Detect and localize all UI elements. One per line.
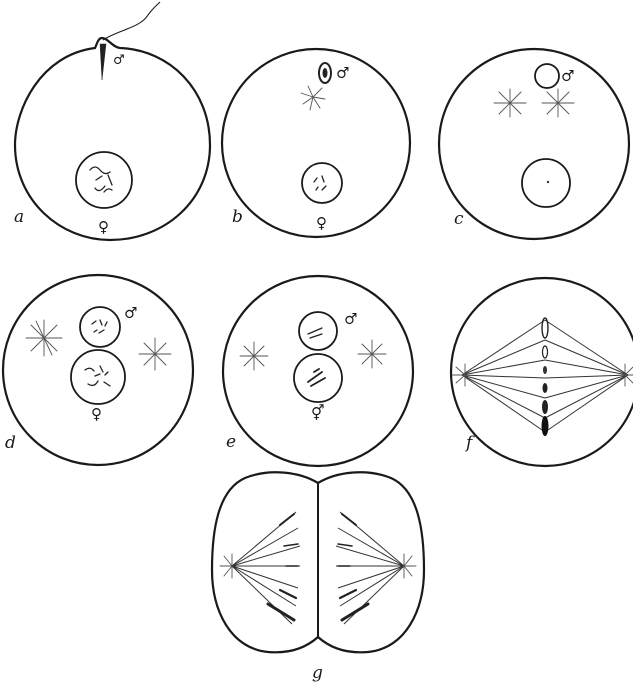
panel-d-right-aster (139, 338, 171, 370)
panel-a: ♂ ♀ a (14, 2, 210, 240)
panel-c-male-nucleus (535, 64, 559, 88)
panel-f: f (451, 278, 633, 466)
panel-g-left-daughter-cell (212, 472, 318, 652)
panel-c-female-nucleus (522, 159, 570, 207)
panel-e-male-nucleus (299, 312, 337, 350)
panel-c-letter: c (454, 209, 464, 229)
panel-e-letter: e (226, 432, 236, 452)
panel-b-female-symbol: ♀ (316, 214, 327, 232)
panel-b-male-symbol: ♂ (336, 64, 349, 82)
panel-g-right-daughter-cell (318, 472, 424, 652)
panel-c-nucleolus (547, 181, 549, 183)
panel-b-letter-visible: b (232, 207, 243, 227)
panel-e: ♂ ⚥ e (223, 276, 413, 466)
panel-d-letter: d (5, 433, 16, 453)
panel-a-egg-cell (15, 38, 210, 240)
panel-c: ♂ c (439, 49, 629, 239)
panel-e-hermaphrodite-symbol: ⚥ (311, 404, 325, 422)
panel-e-male-symbol: ♂ (344, 310, 357, 328)
panel-d-male-nucleus (80, 307, 120, 347)
panel-d: ♂ ♀ d (3, 275, 193, 465)
panel-e-left-aster (240, 342, 268, 370)
panel-d-male-symbol: ♂ (124, 304, 137, 322)
panel-b-sperm-core (323, 68, 328, 78)
panel-c-male-symbol: ♂ (561, 67, 574, 85)
panel-a-female-nucleus (76, 152, 132, 208)
panel-b-egg-cell (222, 49, 410, 237)
panel-a-female-symbol: ♀ (98, 218, 109, 236)
panel-a-male-symbol: ♂ (113, 53, 125, 68)
panel-f-letter: f (464, 433, 475, 453)
panel-b: ♂ ♀ c b (222, 49, 410, 237)
panel-b-female-nucleus (302, 163, 342, 203)
panel-e-right-aster (358, 340, 386, 368)
panel-a-sperm-tail (103, 2, 160, 40)
panel-g-letter: g (312, 663, 323, 683)
panel-d-female-symbol: ♀ (91, 405, 102, 423)
panel-e-female-nucleus (294, 354, 342, 402)
panel-a-letter: a (14, 207, 24, 227)
panel-g: g (212, 472, 424, 683)
panel-d-left-aster (26, 320, 62, 356)
panel-c-egg-cell (439, 49, 629, 239)
panel-d-female-nucleus (71, 350, 125, 404)
